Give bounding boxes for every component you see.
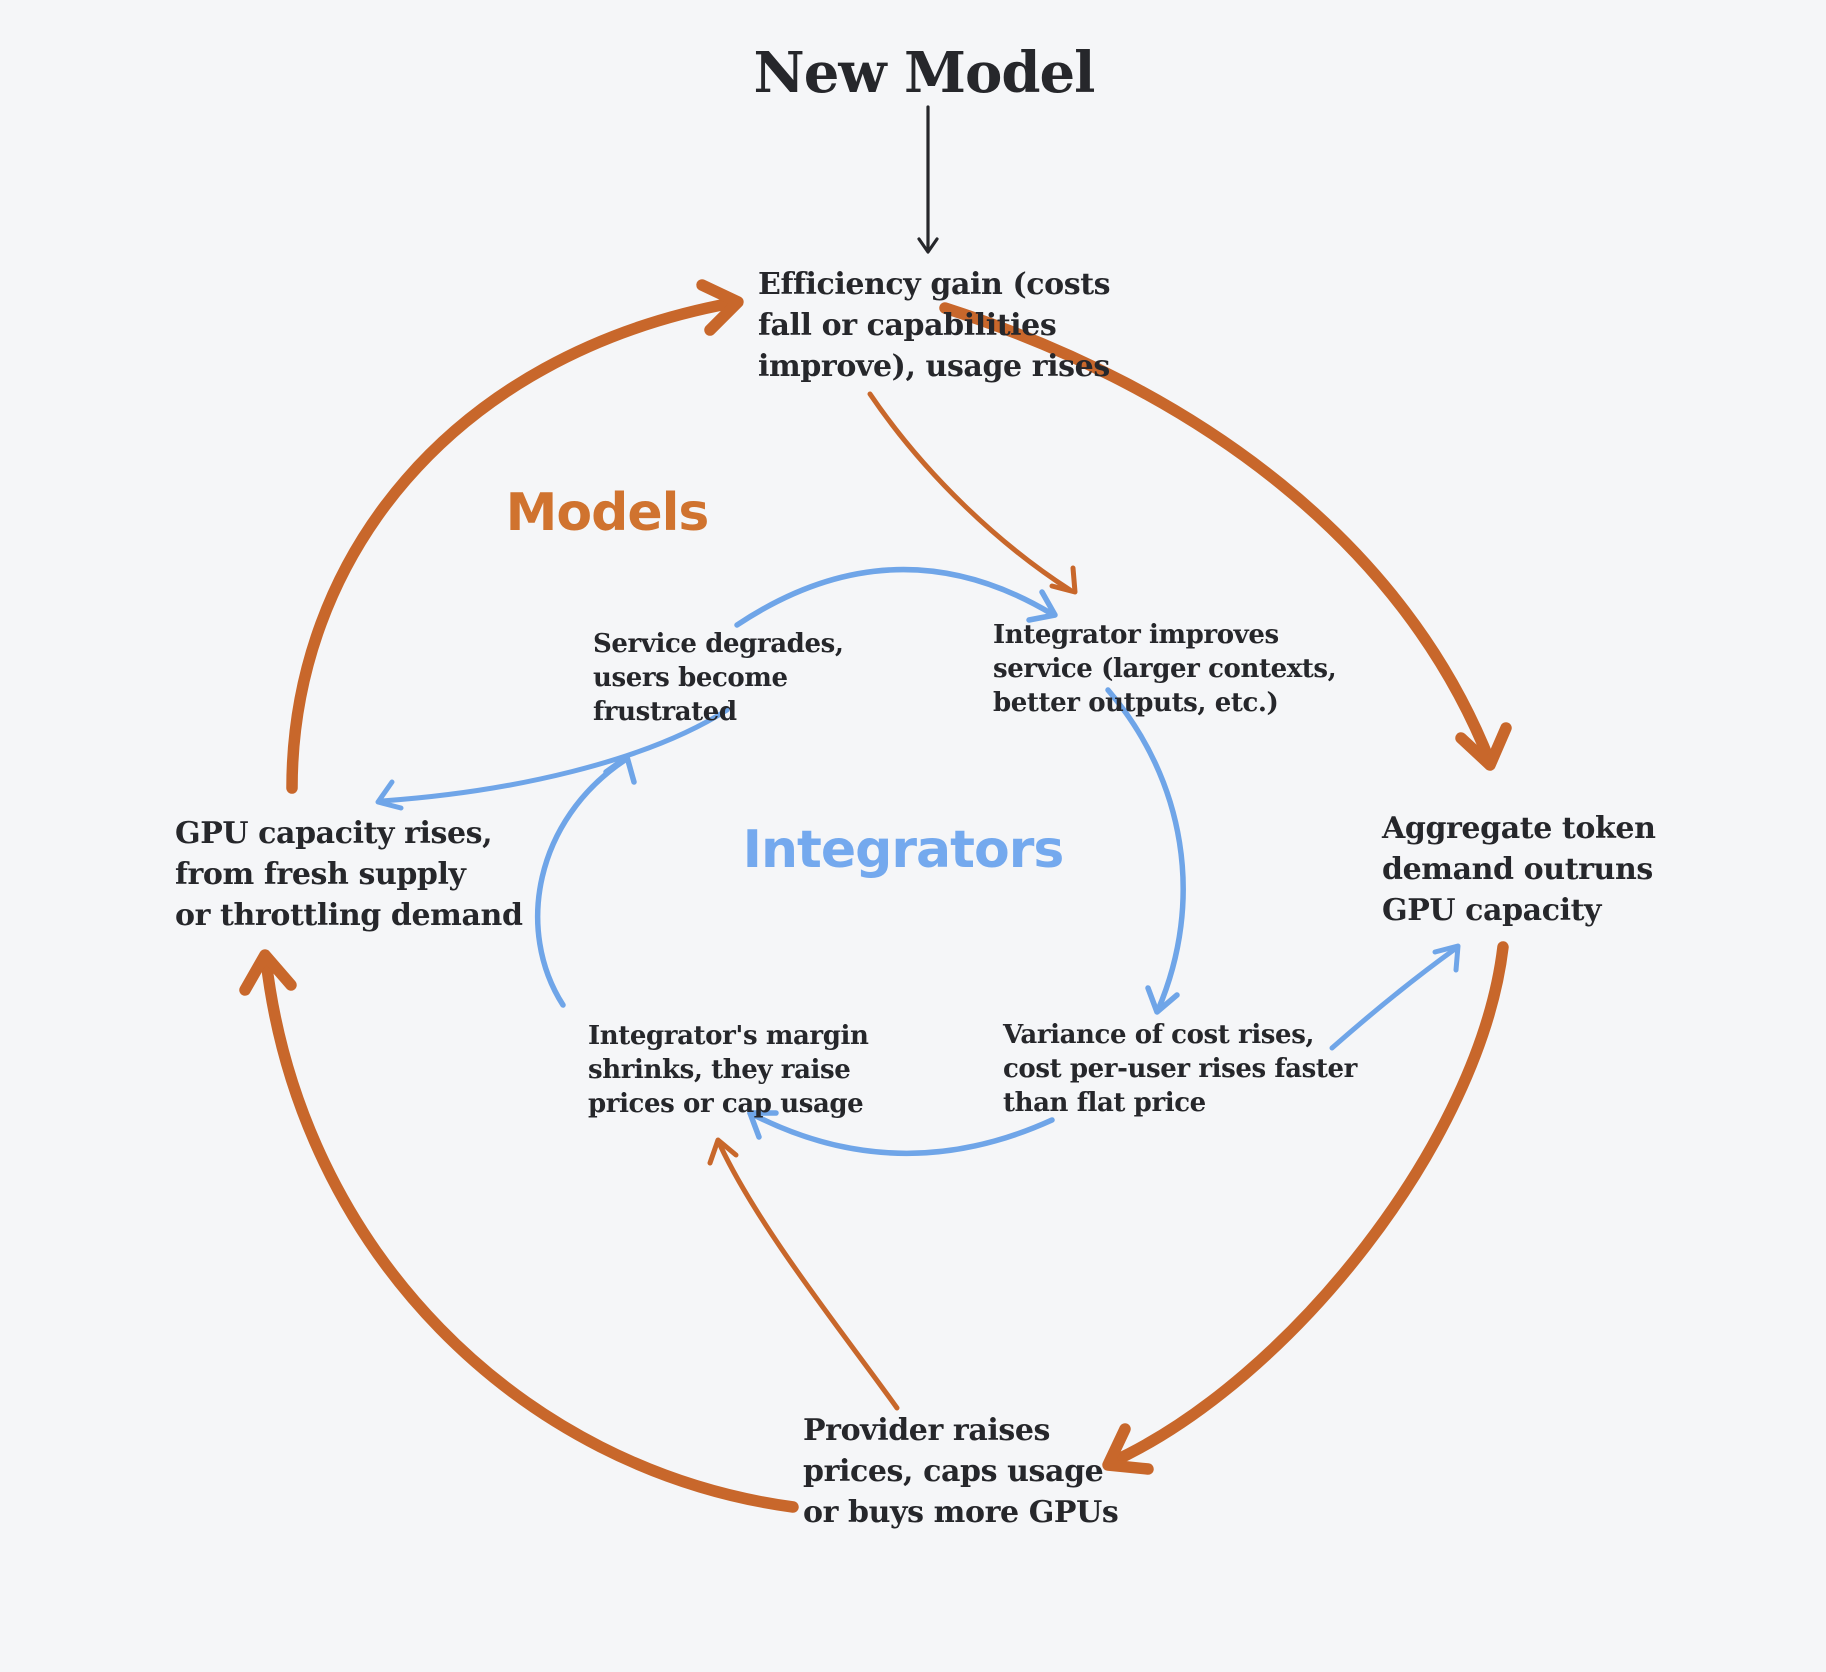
node-service-degrades: Service degrades, users become frustrate…	[593, 629, 844, 727]
integrators-loop-label: Integrators	[742, 820, 1065, 880]
inner-arc-margin-to-service-arrow	[534, 754, 637, 1008]
connector-variance-to-aggregate-arrow	[1329, 943, 1461, 1051]
outer-arc-efficiency-to-aggregate-arrow	[939, 302, 1512, 771]
node-margin-shrinks: Integrator's margin shrinks, they raise …	[588, 1021, 869, 1119]
page-title: New Model	[753, 40, 1096, 106]
node-aggregate-demand: Aggregate token demand outruns GPU capac…	[1382, 811, 1656, 928]
new-model-entry-arrow	[917, 105, 939, 254]
outer-arc-provider-to-gpu-arrow	[239, 949, 799, 1513]
node-integrator-improves: Integrator improves service (larger cont…	[993, 620, 1337, 718]
node-efficiency-gain: Efficiency gain (costs fall or capabilit…	[758, 267, 1111, 384]
node-gpu-capacity: GPU capacity rises, from fresh supply or…	[175, 816, 523, 933]
connector-service-to-gpu-arrow	[375, 707, 730, 811]
connector-efficiency-to-integrator-improves-arrow	[867, 391, 1078, 595]
connector-provider-to-margin-arrow	[707, 1137, 900, 1411]
inner-arc-improves-to-variance-arrow	[1105, 687, 1186, 1015]
node-provider-raises: Provider raises prices, caps usage or bu…	[803, 1413, 1119, 1530]
inner-arc-variance-to-margin-arrow	[747, 1110, 1055, 1157]
models-loop-label: Models	[505, 483, 710, 543]
outer-arc-aggregate-to-provider-arrow	[1102, 941, 1509, 1475]
node-variance-rises: Variance of cost rises, cost per-user ri…	[1003, 1020, 1357, 1118]
inner-arc-service-to-improves-arrow	[734, 566, 1058, 628]
outer-arc-gpu-to-efficiency-arrow	[286, 279, 744, 794]
